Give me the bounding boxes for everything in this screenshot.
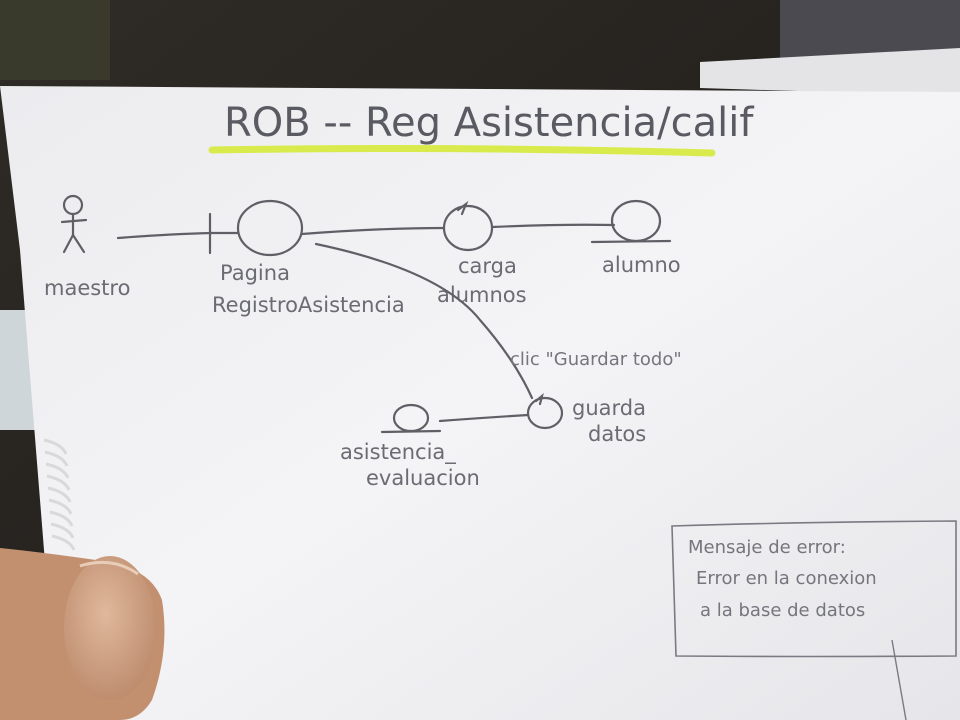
control-carga-label-line2: alumnos	[437, 283, 527, 307]
edge-actor-boundary	[116, 231, 214, 240]
title-highlight	[208, 145, 716, 157]
boundary-label-line1: Pagina	[220, 261, 290, 285]
boundary-object	[208, 199, 304, 257]
error-note-line2: Error en la conexion	[696, 568, 877, 589]
control-guarda-label-line2: datos	[588, 422, 646, 446]
entity-asistencia-label-line2: evaluacion	[366, 466, 480, 490]
stack-of-papers	[700, 48, 960, 96]
entity-asistencia-label-line1: asistencia_	[340, 440, 456, 465]
hand	[0, 548, 165, 720]
entity-alumno	[590, 199, 672, 244]
edge-guardar-label: clic "Guardar todo"	[510, 349, 682, 370]
edge-carga-alumno	[490, 223, 616, 229]
control-guarda-label-line1: guarda	[572, 396, 646, 420]
background-fabric	[0, 0, 110, 80]
boundary-label-line2: RegistroAsistencia	[212, 293, 405, 317]
actor-label: maestro	[44, 276, 130, 300]
actor-maestro	[60, 194, 88, 254]
control-carga-label-line1: carga	[458, 254, 517, 278]
thumb	[64, 556, 156, 700]
diagram-title: ROB -- Reg Asistencia/calif	[224, 100, 754, 146]
error-note-line1: Mensaje de error:	[688, 537, 846, 558]
edge-boundary-guarda	[314, 242, 534, 400]
spiral-binding	[43, 438, 76, 551]
error-note-line3: a la base de datos	[700, 600, 865, 621]
paper-sheet	[0, 86, 960, 720]
entity-asistencia-evaluacion	[380, 403, 442, 434]
edge-guarda-asistencia	[438, 413, 530, 423]
entity-alumno-label: alumno	[602, 253, 681, 277]
edge-boundary-carga	[300, 226, 446, 236]
error-note	[671, 520, 957, 720]
control-guarda-datos	[526, 392, 564, 430]
